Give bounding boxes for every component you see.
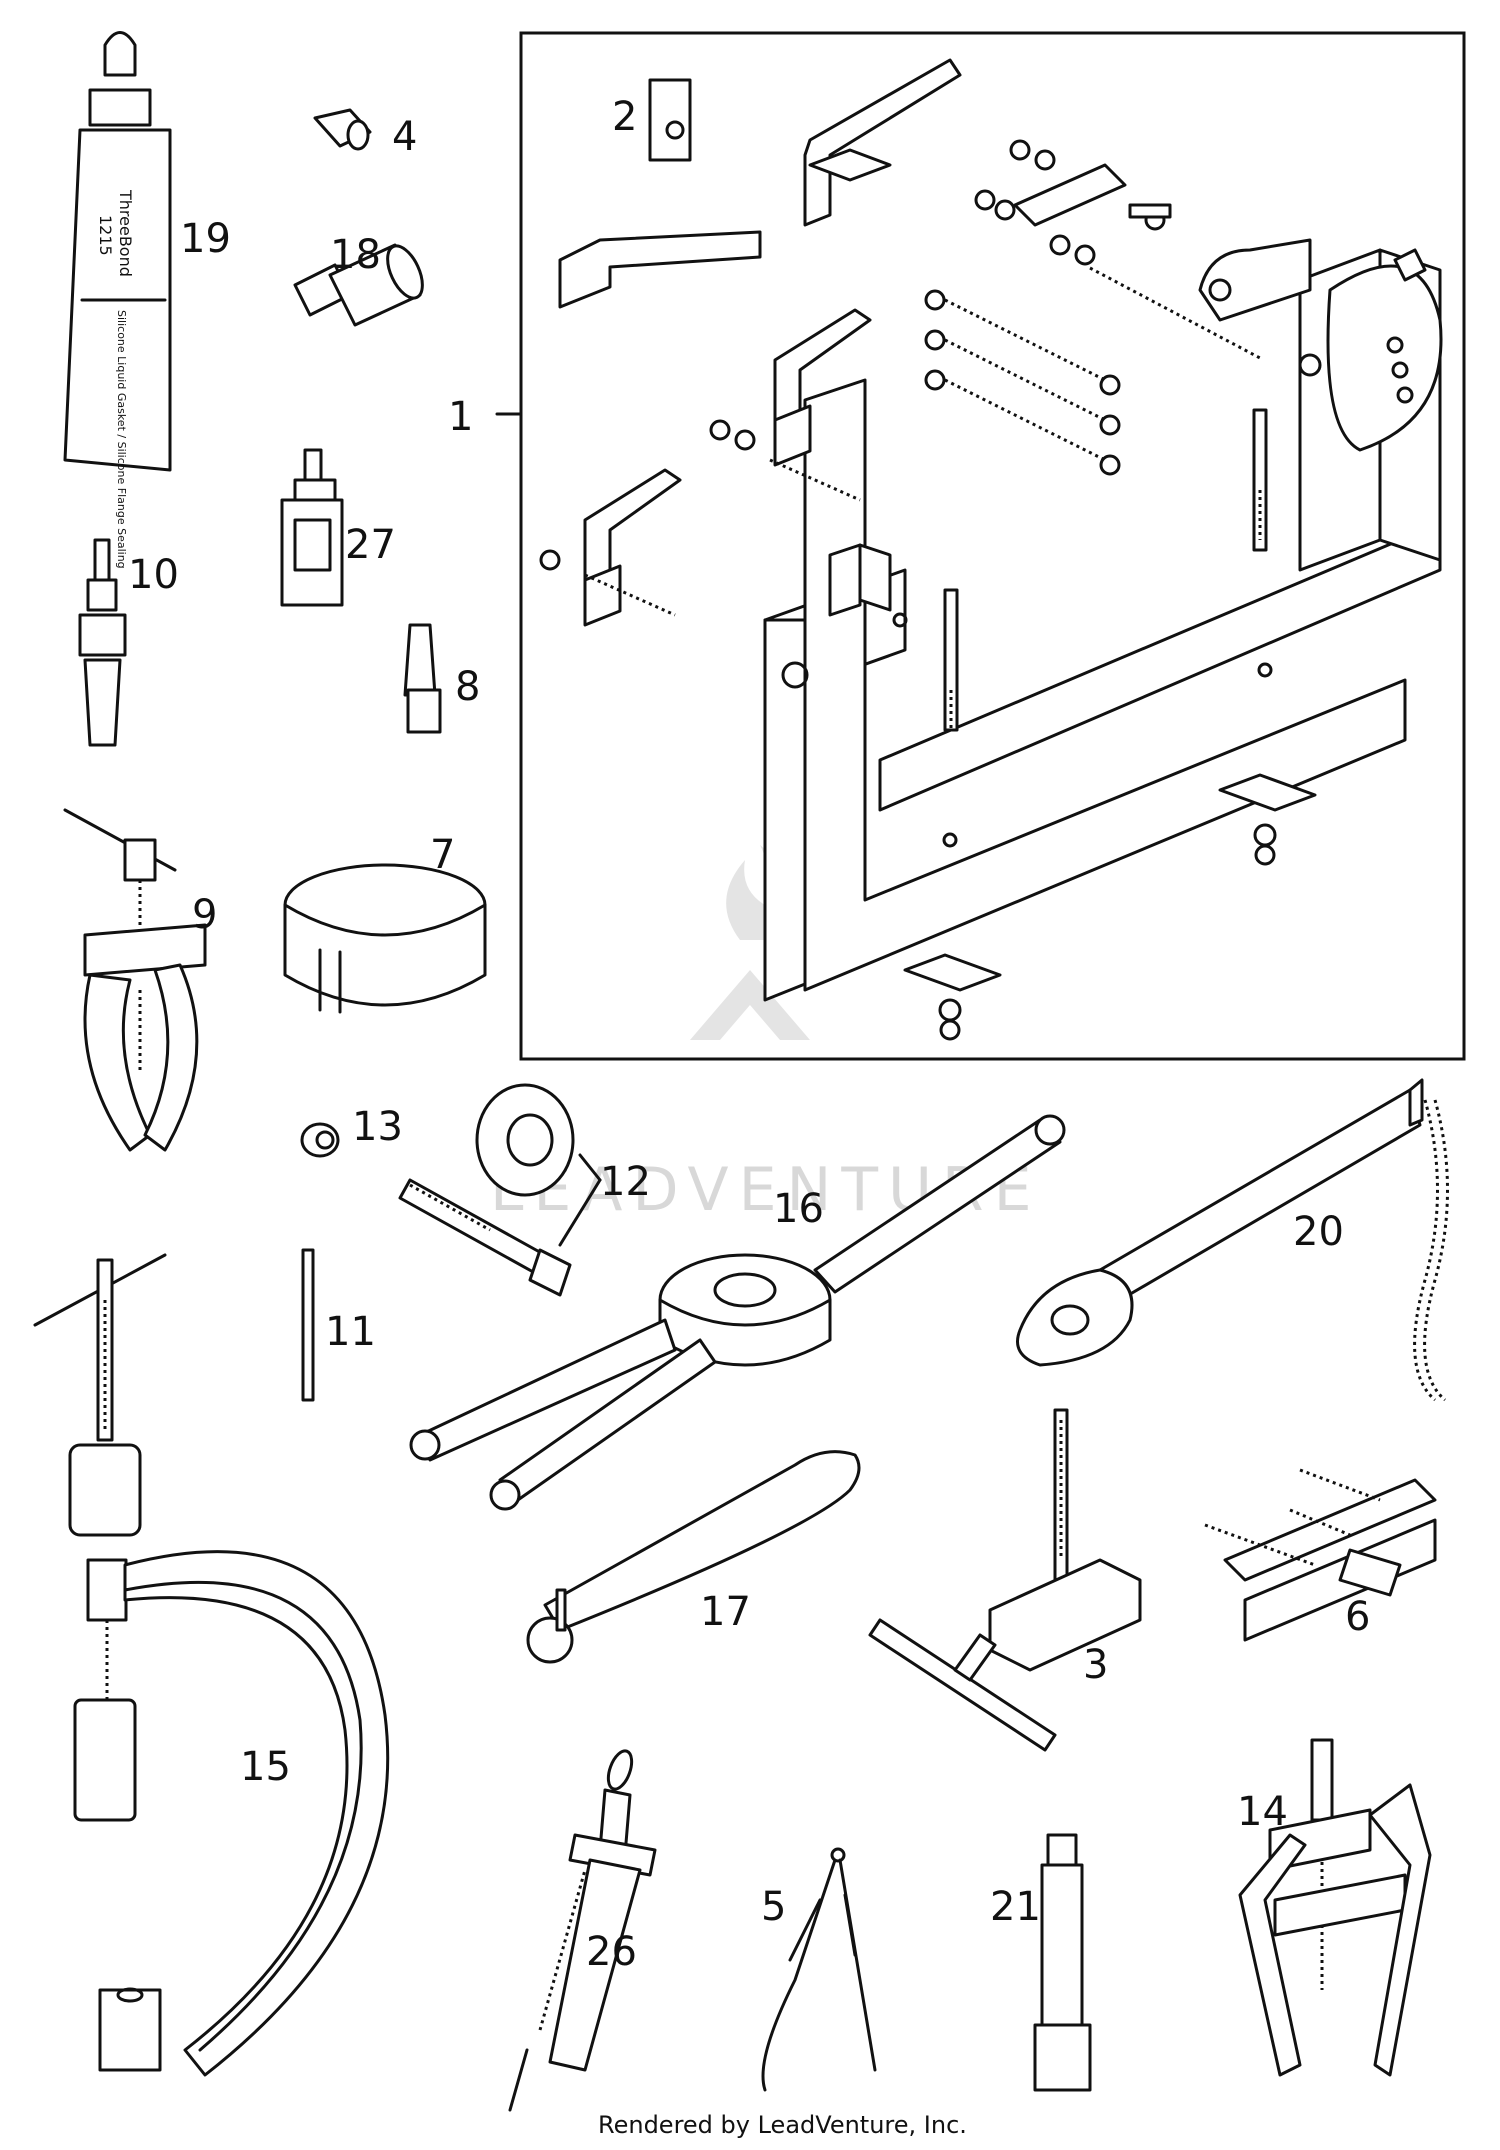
chain-breaker-icon (868, 1408, 1142, 1752)
bracket-small-icon (648, 78, 692, 162)
callout-15: 15 (240, 1744, 291, 1790)
thread-lock-bottle-icon (280, 448, 344, 607)
callout-5: 5 (761, 1884, 786, 1930)
tube-desc: Silicone Liquid Gasket / Silicone Flange… (115, 310, 128, 569)
cone-icon (313, 108, 372, 151)
link-plate-icon (1013, 163, 1172, 231)
tube-number: 1215 (96, 215, 115, 256)
callout-11: 11 (325, 1309, 376, 1355)
callout-20: 20 (1293, 1209, 1344, 1255)
hex-socket-icon (1033, 1833, 1092, 2092)
callout-16: 16 (773, 1186, 824, 1232)
slide-hammer-icon (78, 538, 127, 747)
callout-10: 10 (128, 552, 179, 598)
flywheel-puller-icon (409, 1114, 1066, 1511)
chain-holder-icon (1016, 1078, 1449, 1402)
engine-stand-frame-box (519, 31, 1466, 1061)
callout-9: 9 (192, 892, 217, 938)
grease-syringe-icon (508, 1749, 657, 2112)
circlip-pliers-icon (761, 1847, 877, 2092)
bracket-lower-icon (583, 468, 682, 627)
bearing-icon (475, 1083, 602, 1197)
footer-credit: Rendered by LeadVenture, Inc. (598, 2111, 967, 2139)
engine-stand-icon (763, 238, 1443, 1041)
bearing-puller-icon (1238, 1738, 1432, 2077)
bracket-arm-icon (558, 230, 762, 309)
puller-bar-icon (1204, 1468, 1437, 1642)
callout-6: 6 (1345, 1594, 1370, 1640)
callout-2: 2 (612, 94, 637, 140)
bracket-upper-icon (803, 58, 962, 227)
callout-12: 12 (600, 1159, 651, 1205)
long-bolt-12-icon (398, 1178, 602, 1297)
callout-7: 7 (430, 832, 455, 878)
socket-tool-icon (293, 243, 424, 327)
pin-icon (301, 1248, 315, 1402)
piston-ring-clamp-icon (283, 863, 487, 1014)
callout-17: 17 (700, 1589, 751, 1635)
callout-27: 27 (345, 522, 396, 568)
nuts-icon (539, 139, 1121, 571)
callout-13: 13 (352, 1104, 403, 1150)
long-bolt-icon (584, 266, 1261, 617)
callout-1: 1 (448, 394, 473, 440)
sealant-tube-icon: ThreeBond 1215 Silicone Liquid Gasket / … (63, 31, 172, 569)
compound-vial-icon (403, 623, 442, 734)
callout-14: 14 (1237, 1789, 1288, 1835)
callout-18: 18 (330, 232, 381, 278)
callout-3: 3 (1083, 1642, 1108, 1688)
callout-21: 21 (990, 1884, 1041, 1930)
bracket-mid-icon (773, 308, 872, 467)
gear-puller-icon (63, 808, 207, 1152)
callout-8: 8 (455, 664, 480, 710)
callout-26: 26 (586, 1929, 637, 1975)
spanner-wrench-icon (526, 1450, 861, 1664)
callout-19: 19 (180, 216, 231, 262)
tube-brand: ThreeBond (116, 189, 135, 277)
callout-4: 4 (392, 114, 417, 160)
valve-spring-compressor-icon (33, 1253, 390, 2077)
small-nut-icon (300, 1122, 340, 1158)
